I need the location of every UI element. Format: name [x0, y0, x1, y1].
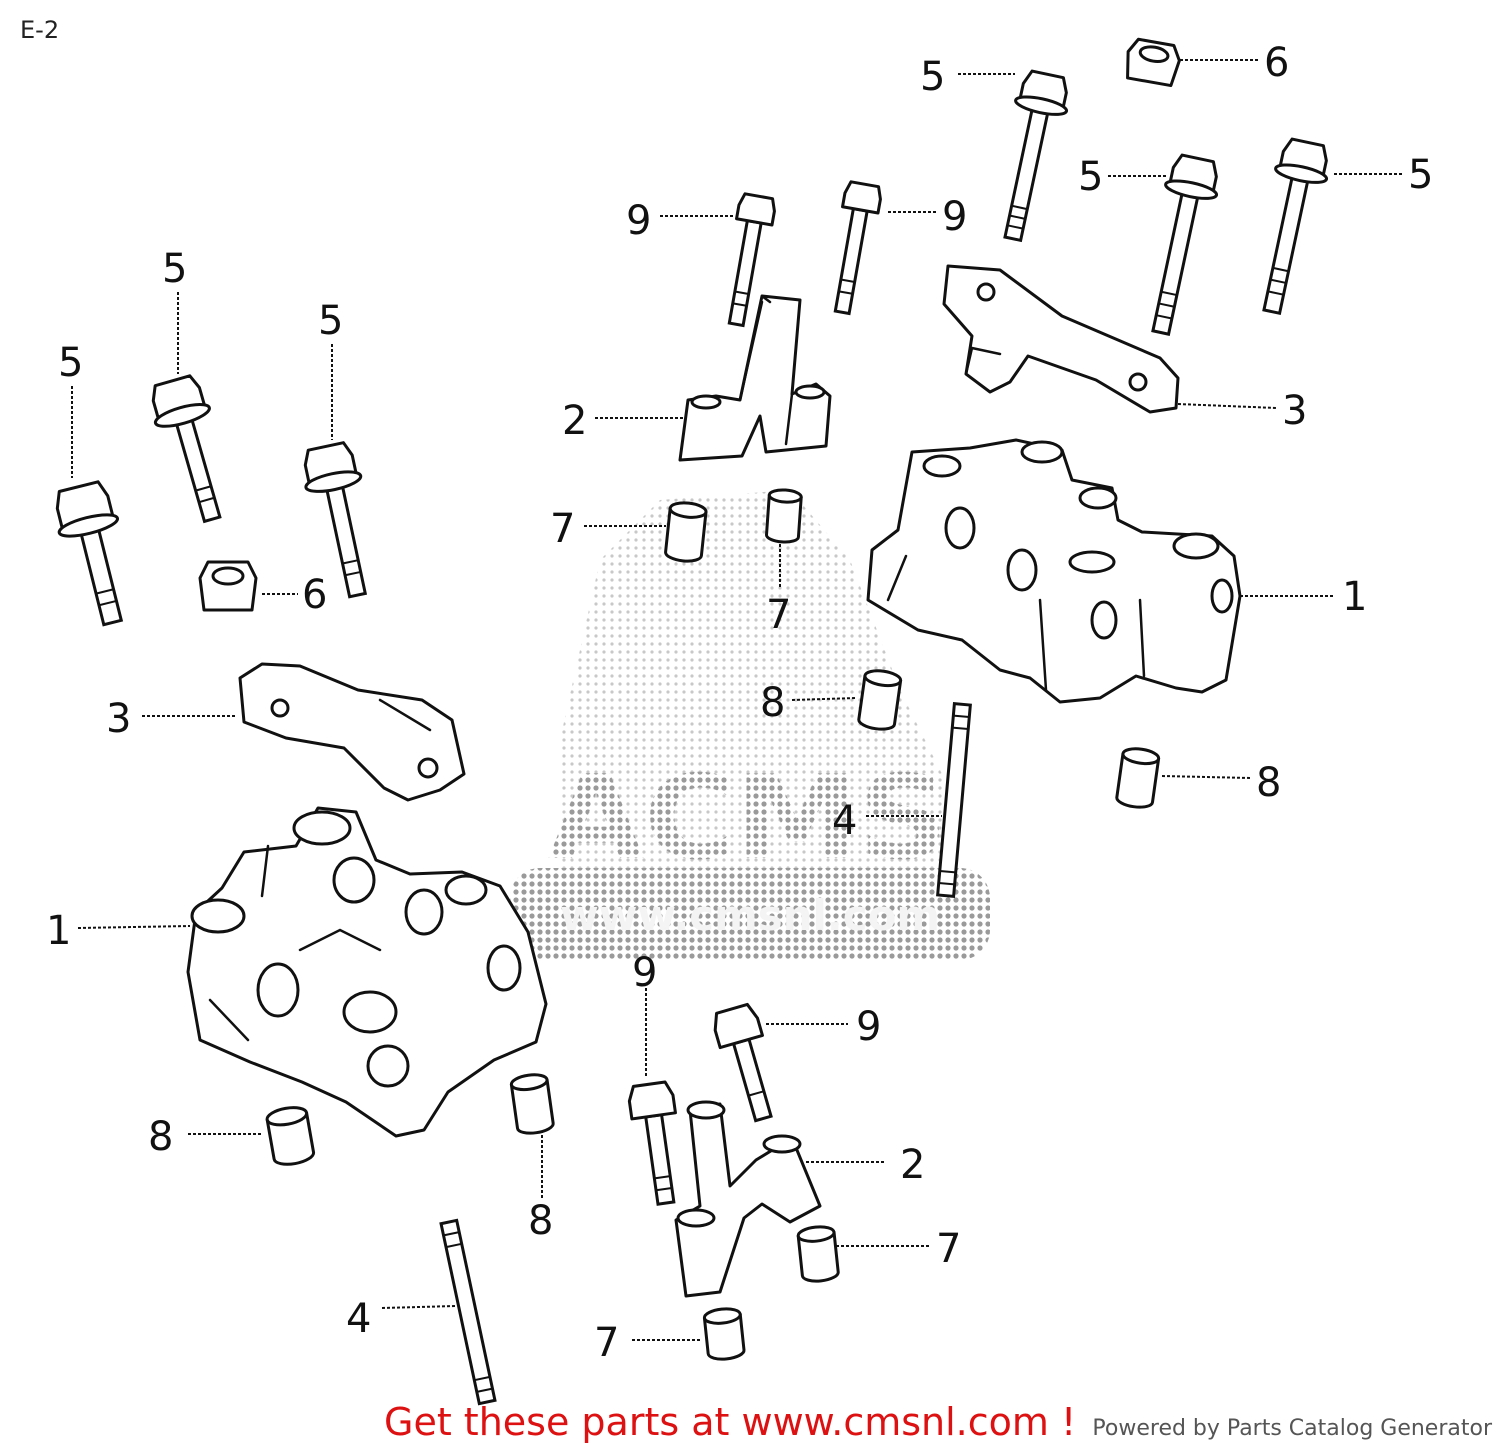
callout-2: 2: [900, 1142, 925, 1188]
callout-3: 3: [1282, 388, 1307, 434]
callout-5: 5: [1408, 152, 1433, 198]
callout-4: 4: [346, 1296, 371, 1342]
stay3-lower[interactable]: [238, 662, 466, 802]
dowel7-c[interactable]: [796, 1225, 840, 1283]
nut6-a[interactable]: [1124, 37, 1182, 88]
leader-lines: [71, 59, 1404, 1341]
watermark-logo: ACMS: [548, 751, 948, 886]
callout-5: 5: [920, 54, 945, 100]
callout-3: 3: [106, 696, 131, 742]
dowel8-b[interactable]: [1115, 747, 1161, 809]
callouts: 5 6 5 5 9 9 2 3 5 5 5 6 3 7 7 1 8 8 4 1 …: [46, 40, 1433, 1366]
callout-8: 8: [148, 1114, 173, 1160]
callout-5: 5: [1078, 154, 1103, 200]
callout-9: 9: [626, 198, 651, 244]
callout-7: 7: [594, 1320, 619, 1366]
bolt5-f[interactable]: [50, 479, 142, 629]
bolt5-d[interactable]: [146, 373, 240, 527]
callout-8: 8: [760, 680, 785, 726]
bolt9-b[interactable]: [824, 180, 882, 316]
callout-1: 1: [46, 908, 71, 954]
bolt9-a[interactable]: [718, 192, 776, 328]
get-parts-link[interactable]: Get these parts at www.cmsnl.com !: [384, 1400, 1077, 1444]
callout-7: 7: [766, 592, 791, 638]
callout-9: 9: [942, 194, 967, 240]
bolt9-c[interactable]: [627, 1080, 687, 1206]
bolt5-a[interactable]: [987, 69, 1073, 244]
callout-5: 5: [162, 246, 187, 292]
callout-6: 6: [302, 572, 327, 618]
dowel7-b[interactable]: [765, 488, 803, 544]
callout-5: 5: [318, 298, 343, 344]
watermark: ACMS www.cmsnl.com: [510, 490, 990, 960]
powered-by-label: Powered by Parts Catalog Generator: [1092, 1416, 1492, 1441]
callout-4: 4: [832, 798, 857, 844]
callout-2: 2: [562, 398, 587, 444]
watermark-banner: [510, 868, 990, 960]
callout-9: 9: [856, 1004, 881, 1050]
plate2-b[interactable]: [674, 1100, 822, 1298]
dowel8-a[interactable]: [857, 669, 903, 731]
nut6-b[interactable]: [198, 560, 258, 612]
holder1-lower[interactable]: [186, 806, 548, 1138]
dowel7-d[interactable]: [702, 1307, 746, 1361]
callout-5: 5: [58, 340, 83, 386]
callout-6: 6: [1264, 40, 1289, 86]
watermark-site: www.cmsnl.com: [560, 891, 940, 940]
bolt9-d[interactable]: [711, 1002, 785, 1125]
page-title: E-2: [20, 16, 60, 44]
callout-9: 9: [632, 950, 657, 996]
stud4-lower[interactable]: [439, 1218, 497, 1406]
callout-7: 7: [550, 506, 575, 552]
holder1-upper[interactable]: [866, 438, 1242, 704]
plate2-a[interactable]: [678, 294, 832, 462]
bolt5-b[interactable]: [1135, 153, 1223, 338]
callout-7: 7: [936, 1226, 961, 1272]
stay3-upper[interactable]: [942, 264, 1180, 414]
callout-8: 8: [1256, 760, 1281, 806]
watermark-shape: [560, 490, 960, 870]
bolt5-e[interactable]: [298, 441, 384, 601]
callout-8: 8: [528, 1198, 553, 1244]
stud4-upper[interactable]: [936, 702, 972, 898]
dowel8-c[interactable]: [265, 1105, 316, 1167]
dowel8-d[interactable]: [509, 1073, 555, 1135]
callout-1: 1: [1342, 574, 1367, 620]
bolt5-c[interactable]: [1246, 137, 1333, 317]
dowel7-a[interactable]: [664, 501, 708, 563]
